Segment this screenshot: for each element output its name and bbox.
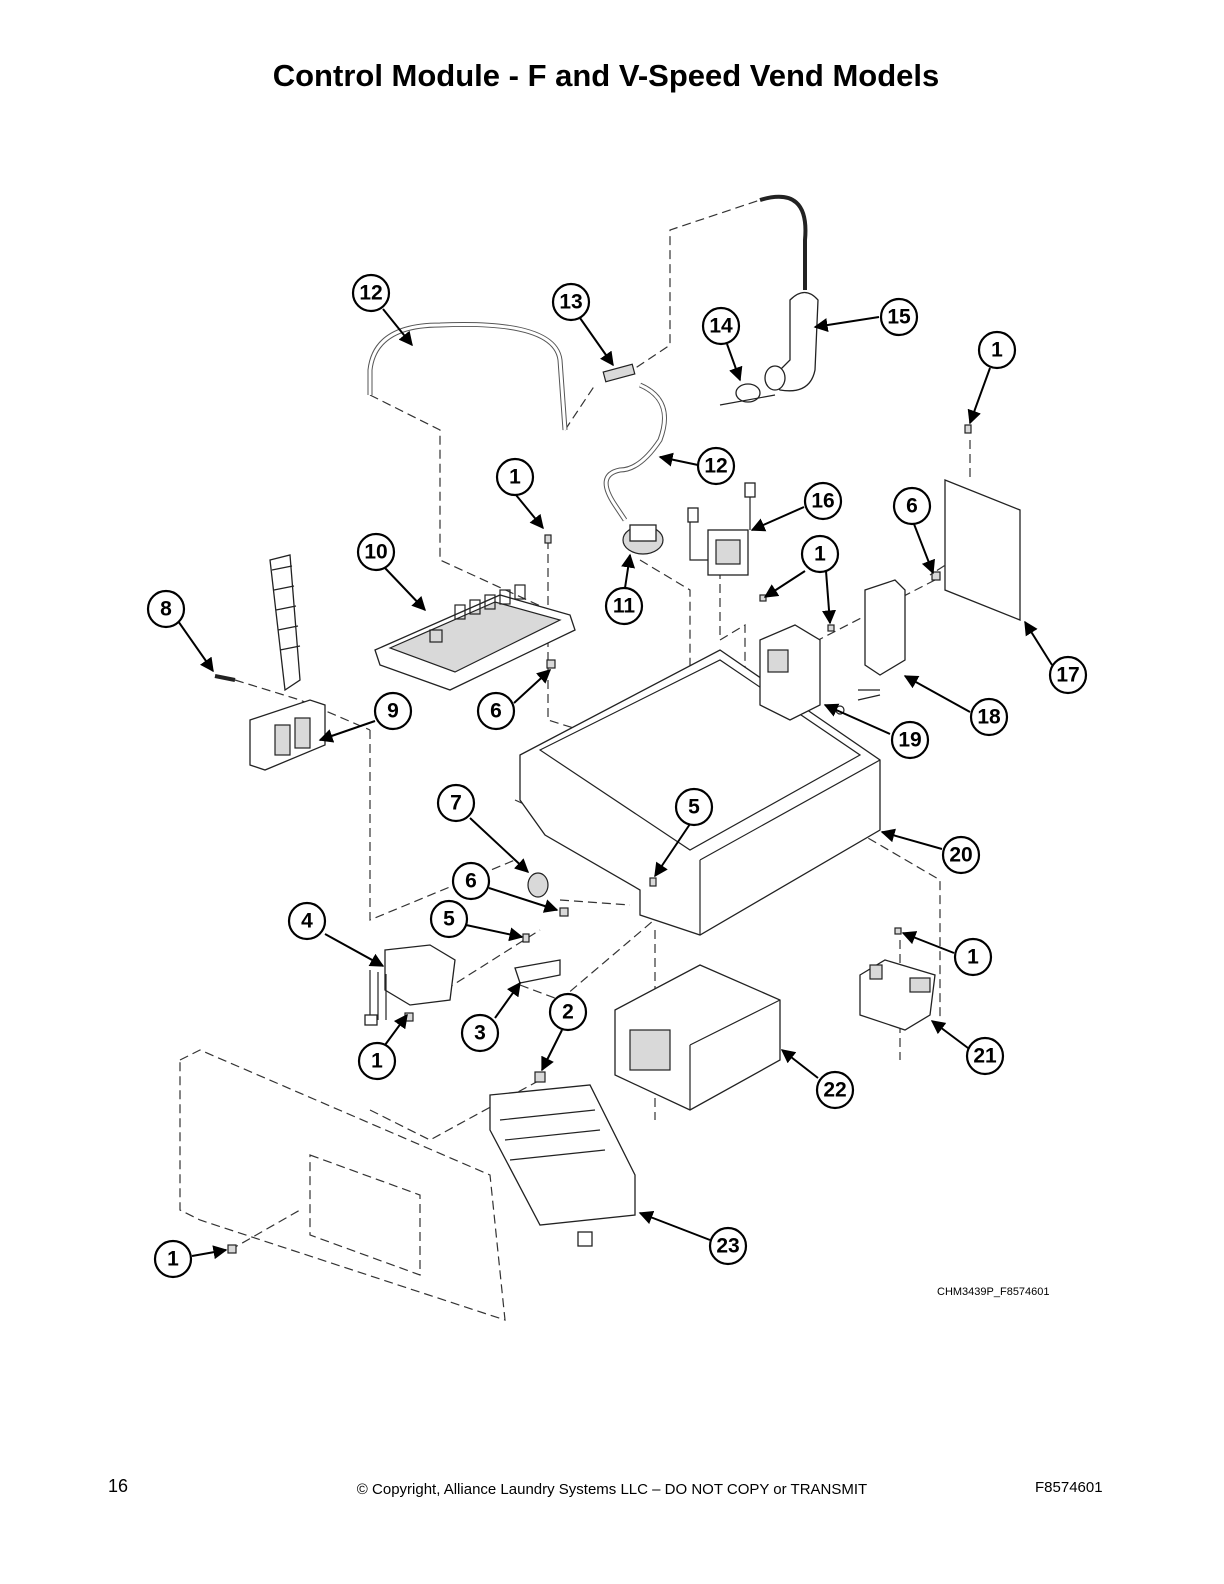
svg-text:23: 23 [716, 1235, 739, 1258]
svg-text:16: 16 [811, 490, 834, 513]
svg-text:8: 8 [160, 598, 172, 621]
svg-text:7: 7 [450, 792, 462, 815]
callout-12-lower: 12 [696, 446, 736, 486]
svg-text:1: 1 [967, 946, 979, 969]
callout-11: 11 [604, 586, 644, 626]
svg-text:3: 3 [474, 1022, 486, 1045]
svg-text:20: 20 [949, 844, 972, 867]
callout-1-board: 1 [495, 457, 535, 497]
svg-text:21: 21 [973, 1045, 997, 1068]
callout-18: 18 [969, 697, 1009, 737]
callout-5-lower: 5 [429, 899, 469, 939]
svg-text:6: 6 [465, 870, 477, 893]
callout-1-bottom-left: 1 [153, 1239, 193, 1279]
svg-text:6: 6 [490, 700, 502, 723]
callout-2: 2 [548, 992, 588, 1032]
leader-arrows [177, 308, 1053, 1260]
callout-6-panel: 6 [892, 486, 932, 526]
drawing-id: CHM3439P_F8574601 [937, 1286, 1050, 1298]
svg-text:14: 14 [709, 315, 733, 338]
svg-text:12: 12 [704, 455, 727, 478]
svg-text:5: 5 [688, 796, 700, 819]
callout-19: 19 [890, 720, 930, 760]
callout-3: 3 [460, 1013, 500, 1053]
callout-1-top-right: 1 [977, 330, 1017, 370]
callout-1-transformer: 1 [357, 1041, 397, 1081]
callout-20: 20 [941, 835, 981, 875]
copyright-notice: © Copyright, Alliance Laundry Systems LL… [356, 1481, 868, 1498]
callout-15: 15 [879, 297, 919, 337]
callout-14: 14 [701, 306, 741, 346]
callout-13: 13 [551, 282, 591, 322]
callout-22: 22 [815, 1070, 855, 1110]
svg-text:1: 1 [991, 339, 1003, 362]
callout-7: 7 [436, 783, 476, 823]
callout-6-lower: 6 [451, 861, 491, 901]
callout-1-right: 1 [953, 937, 993, 977]
svg-text:15: 15 [887, 306, 911, 329]
svg-text:1: 1 [371, 1050, 383, 1073]
callout-16: 16 [803, 481, 843, 521]
svg-text:2: 2 [562, 1001, 574, 1024]
callout-12-top: 12 [351, 273, 391, 313]
svg-text:11: 11 [613, 595, 636, 618]
callout-8: 8 [146, 589, 186, 629]
svg-text:18: 18 [977, 706, 1001, 729]
svg-text:22: 22 [823, 1079, 846, 1102]
svg-text:1: 1 [509, 466, 521, 489]
callout-10: 10 [356, 532, 396, 572]
svg-text:6: 6 [906, 495, 918, 518]
svg-text:12: 12 [359, 282, 382, 305]
page-number: 16 [108, 1476, 129, 1496]
svg-text:17: 17 [1056, 664, 1079, 687]
svg-text:13: 13 [559, 291, 582, 314]
page-title: Control Module - F and V-Speed Vend Mode… [272, 58, 940, 93]
callout-9: 9 [373, 691, 413, 731]
svg-text:19: 19 [898, 729, 921, 752]
callout-1-relay: 1 [800, 534, 840, 574]
svg-text:10: 10 [364, 541, 387, 564]
svg-text:5: 5 [443, 908, 455, 931]
svg-text:1: 1 [814, 543, 826, 566]
callout-4: 4 [287, 901, 327, 941]
svg-text:9: 9 [387, 700, 399, 723]
callout-23: 23 [708, 1226, 748, 1266]
document-code: F8574601 [1035, 1479, 1103, 1496]
callout-21: 21 [965, 1036, 1005, 1076]
callout-17: 17 [1048, 655, 1088, 695]
svg-text:4: 4 [301, 910, 313, 933]
callout-6-board: 6 [476, 691, 516, 731]
svg-text:1: 1 [167, 1248, 179, 1271]
callout-5-chassis: 5 [674, 787, 714, 827]
